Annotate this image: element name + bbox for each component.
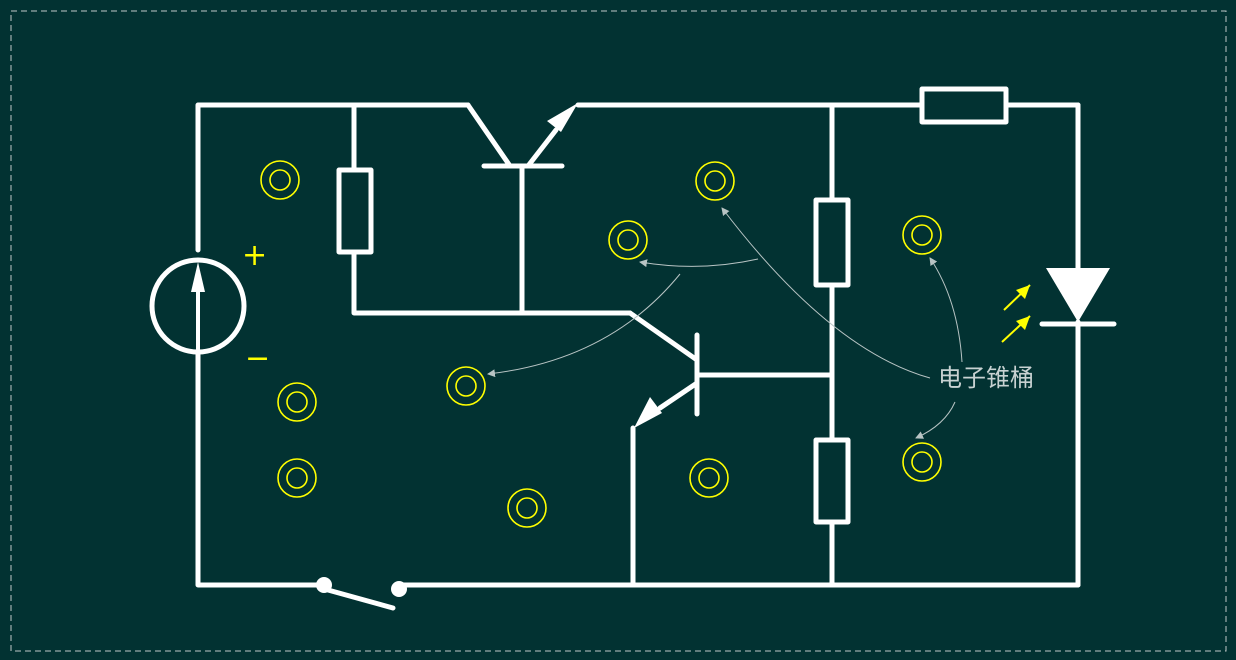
cone-marker-icon[interactable] [446,366,486,406]
cone-marker-icon[interactable] [608,220,648,260]
cone-marker-icon[interactable] [902,215,942,255]
switch[interactable] [316,577,407,611]
cone-marker-icon[interactable] [260,160,300,200]
resistor-r4 [919,86,1009,125]
cone-marker-icon[interactable] [902,442,942,482]
cone-marker-icon[interactable] [695,161,735,201]
annotation-label: 电子锥桶 [938,364,1034,392]
wires [195,102,1081,588]
cone-marker-icon[interactable] [277,382,317,422]
resistor-r3 [813,437,851,525]
drawing-border [10,10,1227,652]
cone-marker-icon[interactable] [689,458,729,498]
cone-marker-icon[interactable] [277,458,317,498]
voltage-source [149,257,247,355]
led [1001,268,1117,343]
source-minus-sign: − [245,341,270,376]
markers [260,160,942,528]
resistor-r1 [336,167,374,255]
leader-lines [487,207,963,439]
transistor-q1 [465,102,578,169]
source-plus-sign: + [242,238,267,273]
transistor-q2 [627,310,700,428]
resistor-r2 [813,197,851,288]
cone-marker-icon[interactable] [507,488,547,528]
